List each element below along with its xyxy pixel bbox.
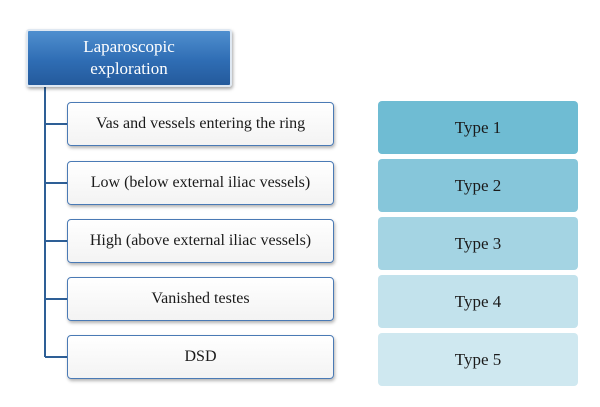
type-box-5: Type 5 [378,333,578,386]
type-box-2-label: Type 2 [454,175,502,195]
finding-node-3: High (above external iliac vessels) [67,219,334,263]
finding-node-4: Vanished testes [67,277,334,321]
finding-node-4-label: Vanished testes [151,290,250,307]
type-box-1: Type 1 [378,101,578,154]
finding-node-5-label: DSD [184,348,217,365]
finding-node-1: Vas and vessels entering the ring [67,102,334,146]
type-box-4: Type 4 [378,275,578,328]
type-box-5-label: Type 5 [454,349,502,369]
type-box-2: Type 2 [378,159,578,212]
type-box-4-label: Type 4 [454,291,502,311]
finding-node-1-label: Vas and vessels entering the ring [95,115,306,132]
finding-node-2-label: Low (below external iliac vessels) [90,174,311,191]
root-node-line-1: Laparoscopic [83,37,175,56]
finding-node-3-label: High (above external iliac vessels) [89,232,312,249]
root-node-laparoscopic-exploration: Laparoscopic exploration [26,29,232,87]
type-box-1-label: Type 1 [454,117,502,137]
root-node-text: Laparoscopic exploration [83,36,175,80]
root-node-line-2: exploration [90,59,168,78]
finding-node-5: DSD [67,335,334,379]
type-box-3: Type 3 [378,217,578,270]
type-box-3-label: Type 3 [454,233,502,253]
finding-node-2: Low (below external iliac vessels) [67,161,334,205]
